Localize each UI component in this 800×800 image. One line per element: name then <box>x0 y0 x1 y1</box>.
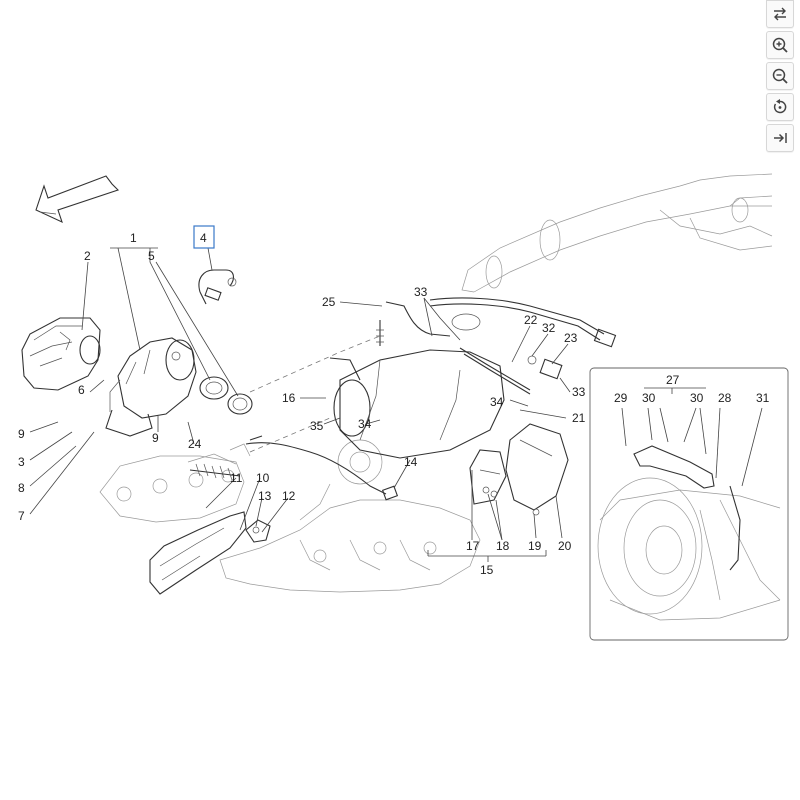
callout-15[interactable]: 15 <box>480 563 494 577</box>
swap-button[interactable] <box>766 0 794 28</box>
callout-19[interactable]: 19 <box>528 539 542 553</box>
callout-9-left[interactable]: 9 <box>18 427 25 441</box>
zoom-out-button[interactable] <box>766 62 794 90</box>
engine-block-drawing <box>219 439 481 593</box>
viewer-toolbar <box>764 0 794 155</box>
flex-pipe-drawing <box>189 463 241 481</box>
callout-35[interactable]: 35 <box>310 419 324 433</box>
callout-24[interactable]: 24 <box>188 437 202 451</box>
transmission-detail-inset <box>589 367 789 641</box>
callout-14[interactable]: 14 <box>404 455 418 469</box>
callout-13[interactable]: 13 <box>258 489 272 503</box>
callout-2[interactable]: 2 <box>84 249 91 263</box>
callout-1[interactable]: 1 <box>130 231 137 245</box>
particulate-filter-drawing <box>329 349 505 459</box>
rear-muffler-drawing <box>461 173 773 293</box>
callout-30-left[interactable]: 30 <box>642 391 656 405</box>
callout-6[interactable]: 6 <box>78 383 85 397</box>
callout-33-top[interactable]: 33 <box>414 285 428 299</box>
reset-rotation-button[interactable] <box>766 93 794 121</box>
callout-16[interactable]: 16 <box>282 391 296 405</box>
callout-18[interactable]: 18 <box>496 539 510 553</box>
zoom-in-icon <box>772 37 788 53</box>
bracket-drawing <box>245 519 271 543</box>
callout-3[interactable]: 3 <box>18 455 25 469</box>
rotate-reset-icon <box>773 99 787 114</box>
callout-20[interactable]: 20 <box>558 539 572 553</box>
collapse-panel-button[interactable] <box>766 124 794 152</box>
exhaust-manifold-drawing <box>99 443 251 523</box>
callout-7[interactable]: 7 <box>18 509 25 523</box>
callout-31[interactable]: 31 <box>756 391 770 405</box>
callout-29[interactable]: 29 <box>614 391 628 405</box>
callout-25[interactable]: 25 <box>322 295 336 309</box>
heat-shield-plate-drawing <box>149 511 247 595</box>
callout-33-right[interactable]: 33 <box>572 385 586 399</box>
callout-4[interactable]: 4 <box>200 231 207 245</box>
callout-27[interactable]: 27 <box>666 373 680 387</box>
leader-lines <box>29 247 763 562</box>
callout-9-center[interactable]: 9 <box>152 431 159 445</box>
callout-34-right[interactable]: 34 <box>490 395 504 409</box>
callout-22[interactable]: 22 <box>524 313 538 327</box>
clamp-and-gasket-drawing <box>199 376 253 415</box>
callout-12[interactable]: 12 <box>282 489 296 503</box>
highlighted-callout-box <box>193 225 215 249</box>
zoom-in-button[interactable] <box>766 31 794 59</box>
callout-30-right[interactable]: 30 <box>690 391 704 405</box>
sensor-pipes-drawing <box>376 297 617 395</box>
oxygen-sensor-drawing <box>198 269 237 305</box>
callout-32[interactable]: 32 <box>542 321 556 335</box>
callout-28[interactable]: 28 <box>718 391 732 405</box>
callout-21[interactable]: 21 <box>572 411 586 425</box>
callout-17[interactable]: 17 <box>466 539 480 553</box>
collapse-right-icon <box>774 133 787 143</box>
callout-23[interactable]: 23 <box>564 331 578 345</box>
catalytic-converter-drawing <box>105 337 197 437</box>
sensor-14-drawing <box>381 485 399 501</box>
direction-arrow-icon <box>35 175 120 224</box>
zoom-out-icon <box>772 68 788 84</box>
dashed-boundary-lines <box>249 335 381 453</box>
callout-11[interactable]: 11 <box>230 471 243 485</box>
swap-arrows-icon <box>774 7 786 21</box>
callout-5[interactable]: 5 <box>148 249 155 263</box>
sensor-wire-drawing <box>245 435 387 495</box>
callout-10[interactable]: 10 <box>256 471 270 485</box>
callout-34-left[interactable]: 34 <box>358 417 372 431</box>
mounting-brackets-drawing <box>469 423 569 516</box>
heat-shield-drawing <box>21 317 101 391</box>
callout-8[interactable]: 8 <box>18 481 25 495</box>
callout-labels: 1 2 3 4 5 6 7 8 9 9 10 11 12 13 14 15 16… <box>18 225 770 577</box>
